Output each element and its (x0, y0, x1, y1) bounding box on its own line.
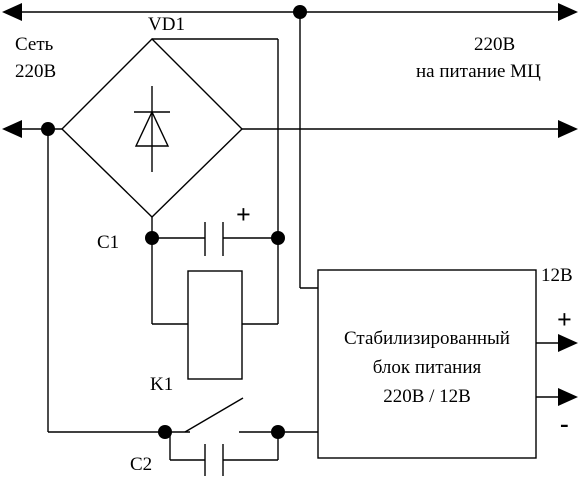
psu-title-line2: блок питания (373, 357, 482, 378)
top-left-arrow-icon (2, 3, 22, 21)
capacitor-polarity-label: + (236, 200, 251, 229)
capacitor-c2 (169, 432, 279, 476)
output-purpose-label: на питание МЦ (416, 61, 541, 82)
psu-title-line1: Стабилизированный (344, 328, 510, 349)
relay-k1 (152, 270, 278, 380)
output-voltage-label: 220В (474, 34, 515, 55)
power-supply-block (317, 269, 578, 459)
capacitor-c2-label: C2 (130, 454, 152, 475)
diode-icon (134, 110, 170, 147)
top-power-line (2, 3, 578, 289)
mid-right-arrow-icon (558, 120, 578, 138)
diode-bridge-label: VD1 (148, 14, 185, 35)
middle-power-line (2, 120, 578, 433)
capacitor-c1 (145, 217, 285, 324)
relay-contact (158, 397, 318, 439)
psu-title-line3: 220В / 12В (383, 386, 471, 407)
output-plus-label: + (557, 305, 572, 334)
output-minus-label: - (560, 409, 569, 438)
plus-output-arrow-icon (558, 334, 578, 352)
mid-left-arrow-icon (2, 120, 22, 138)
top-right-arrow-icon (558, 3, 578, 21)
mains-voltage-label: 220В (15, 61, 56, 82)
relay-k1-label: K1 (150, 374, 173, 395)
mains-label: Сеть (15, 34, 54, 55)
capacitor-c1-label: C1 (97, 232, 119, 253)
minus-output-arrow-icon (558, 388, 578, 406)
psu-voltage-label: 12В (541, 265, 573, 286)
